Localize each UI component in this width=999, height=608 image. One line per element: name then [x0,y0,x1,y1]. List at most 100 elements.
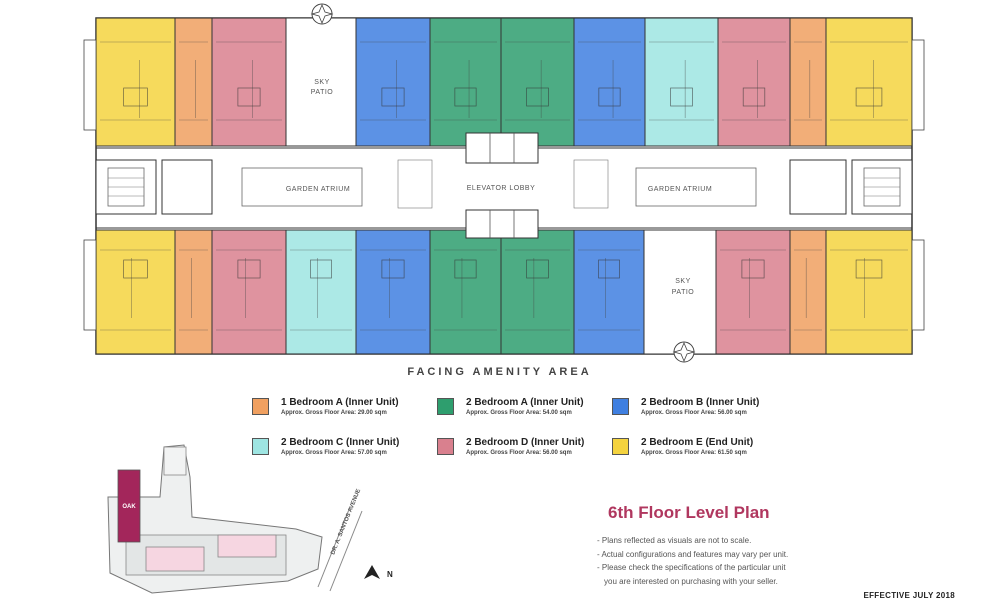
unit-interior-lines [83,39,925,331]
note-line: - Please check the specifications of the… [597,563,786,573]
street-line-2 [329,510,363,592]
legend-title: 2 Bedroom B (Inner Unit) [641,397,760,408]
street-line-1 [317,506,351,588]
garden-atrium-left-box [241,159,433,209]
elevator-lobby-label: ELEVATOR LOBBY [467,185,535,192]
stair-core-right [789,159,913,215]
oak-building [117,469,141,543]
bathroom-fixture [310,259,332,279]
top-unit-2br-d [717,17,791,147]
bathroom-fixture [381,87,405,107]
legend-area: Approx. Gross Floor Area: 54.00 sqm [466,410,572,416]
legend-title: 2 Bedroom D (Inner Unit) [466,437,585,448]
note-line: you are interested on purchasing with yo… [604,576,778,586]
sky-patio-bottom-label-2: PATIO [672,289,695,296]
legend-item-2br-e: 2 Bedroom E (End Unit) Approx. Gross Flo… [612,437,753,458]
legend-area: Approx. Gross Floor Area: 29.00 sqm [281,410,387,416]
plan-title: 6th Floor Level Plan [608,503,770,522]
garden-atrium-right-box [573,159,757,209]
top-unit-2br-b [573,17,646,147]
bottom-unit-2br-d [715,229,791,355]
north-label: N [387,570,393,579]
bathroom-fixture [670,87,693,107]
bathroom-fixture [123,259,148,279]
bottom-unit-2br-c [285,229,357,355]
bathroom-fixture [526,87,549,107]
bathroom-fixture [454,259,477,279]
oak-label: OAK [122,504,136,510]
sky-patio-top-label-2: PATIO [311,89,334,96]
floor-plan: SKY PATIO SKY PATIO GARDEN ATRIUM GARDEN… [83,3,925,363]
bathroom-fixture [741,259,765,279]
stair-core-left [95,159,213,215]
bathroom-fixture [855,87,883,107]
top-unit-2br-a [429,17,502,147]
bathroom-fixture [237,259,261,279]
legend-title: 2 Bedroom A (Inner Unit) [466,397,584,408]
site-plan: OAK DR. A. SANTOS AVENUE N [107,444,393,594]
legend-area: Approx. Gross Floor Area: 61.50 sqm [641,450,747,456]
bathroom-fixture [123,87,148,107]
legend-item-2br-b: 2 Bedroom B (Inner Unit) Approx. Gross F… [612,397,759,418]
bathroom-fixture [454,87,477,107]
bathroom-fixture [742,87,766,107]
facing-amenity-label: FACING AMENITY AREA [407,366,592,378]
garden-atrium-right-label: GARDEN ATRIUM [648,186,712,193]
planter-bottom-icon [672,341,696,363]
bottom-unit-2br-b [573,229,645,355]
bottom-unit-2br-a [500,229,575,355]
notes: - Plans reflected as visuals are not to … [597,534,788,588]
top-unit-2br-e [95,17,176,147]
legend-item-2br-c: 2 Bedroom C (Inner Unit) Approx. Gross F… [252,437,399,458]
legend-area: Approx. Gross Floor Area: 57.00 sqm [281,450,387,456]
legend-item-2br-a: 2 Bedroom A (Inner Unit) Approx. Gross F… [437,397,584,418]
bathroom-fixture [237,87,261,107]
bathroom-fixture [381,259,405,279]
effective-date: EFFECTIVE JULY 2018 [863,591,955,600]
sky-patio-top-label-1: SKY [314,79,330,86]
note-line: - Actual configurations and features may… [597,549,789,559]
legend-area: Approx. Gross Floor Area: 56.00 sqm [641,410,747,416]
legend-swatch [437,438,454,455]
legend-swatch [612,398,629,415]
top-unit-2br-b [355,17,431,147]
top-unit-2br-a [500,17,575,147]
balcony [83,239,97,331]
top-unit-1br-a [789,17,827,147]
balcony [911,39,925,131]
units-row-top [95,17,913,147]
site-building-a [145,546,205,572]
legend-swatch [437,398,454,415]
legend-swatch [252,438,269,455]
units-row-bottom [95,229,913,355]
legend-item-1br-a: 1 Bedroom A (Inner Unit) Approx. Gross F… [252,397,399,418]
bottom-unit-2br-a [429,229,502,355]
legend-title: 1 Bedroom A (Inner Unit) [281,397,399,408]
bottom-unit-1br-a [174,229,213,355]
bottom-unit-2br-e [95,229,176,355]
legend-title: 2 Bedroom E (End Unit) [641,437,754,448]
legend-swatch [252,398,269,415]
bottom-unit-1br-a [789,229,827,355]
legend-item-2br-d: 2 Bedroom D (Inner Unit) Approx. Gross F… [437,437,584,458]
legend-area: Approx. Gross Floor Area: 56.00 sqm [466,450,572,456]
balcony [83,39,97,131]
elevator-core [465,132,539,239]
legend-swatch [612,438,629,455]
bathroom-fixture [598,259,620,279]
sky-patio-bottom-area [643,229,717,355]
balcony [911,239,925,331]
bathroom-fixture [526,259,549,279]
note-line: - Plans reflected as visuals are not to … [597,536,752,545]
north-arrow-icon [364,565,380,579]
sky-patio-top-area [285,17,357,147]
sky-patio-bottom-label-1: SKY [675,278,691,285]
bottom-unit-2br-b [355,229,431,355]
planter-top-icon [310,3,334,25]
top-unit-1br-a [174,17,213,147]
site-building-b [217,534,277,558]
top-unit-2br-d [211,17,287,147]
legend-title: 2 Bedroom C (Inner Unit) [281,437,400,448]
top-unit-2br-e [825,17,913,147]
bathroom-fixture [598,87,621,107]
